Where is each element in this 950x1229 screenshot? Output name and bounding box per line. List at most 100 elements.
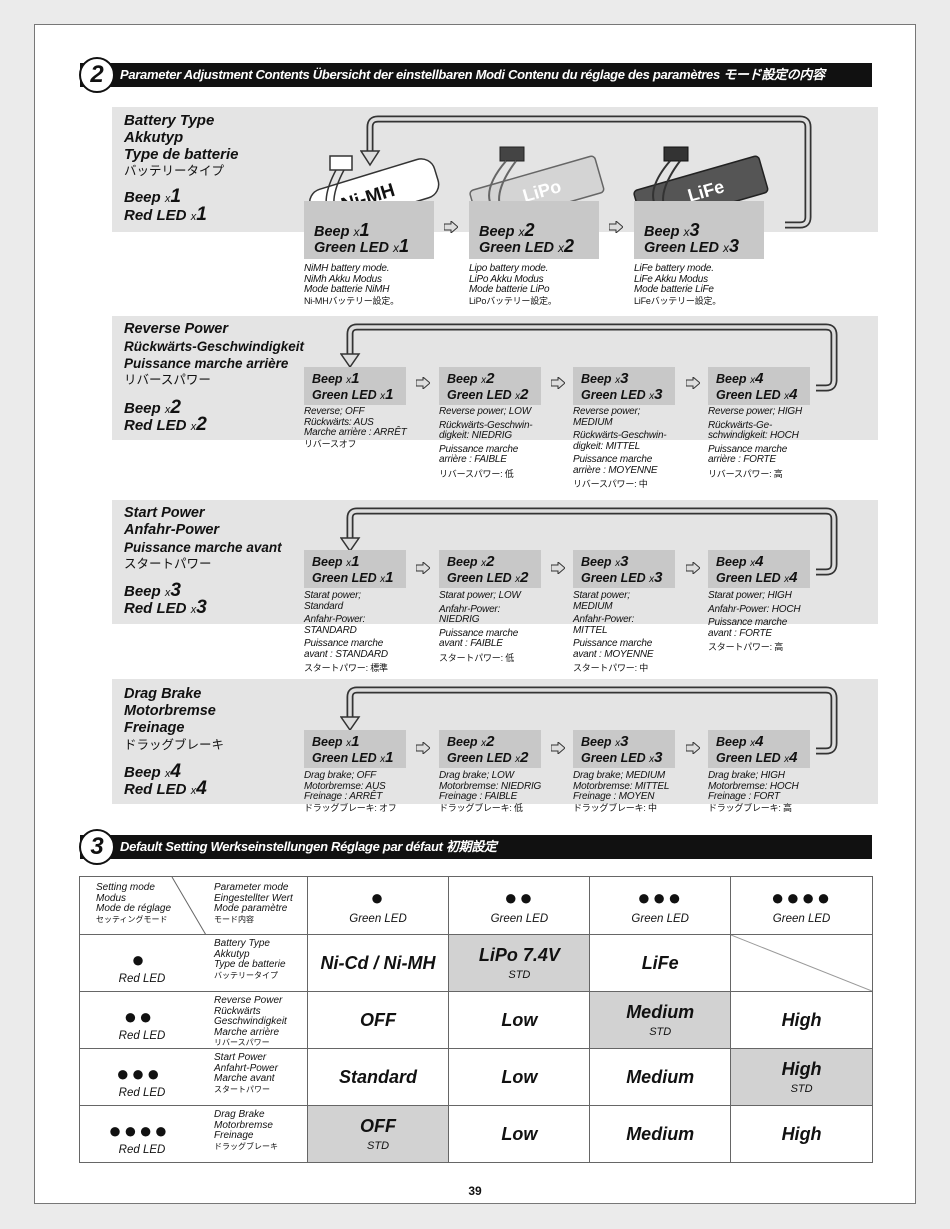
arrow-right-icon bbox=[416, 742, 430, 754]
red-led-label: Red LED bbox=[118, 1087, 166, 1099]
reverse-red-led-code: Red LED x2 bbox=[124, 414, 207, 435]
drag-title: Drag Brake Motorbremse Freinage ドラッグブレーキ bbox=[124, 686, 225, 752]
arrow-right-icon bbox=[416, 562, 430, 574]
start-cycle-arrow bbox=[340, 507, 838, 576]
drag-cycle-arrow bbox=[340, 686, 838, 755]
table-cell: Medium bbox=[589, 1105, 732, 1163]
table-cell: Standard bbox=[306, 1048, 450, 1106]
red-led-label: Red LED bbox=[118, 1030, 166, 1042]
battery-option-3: Beep x3 Green LED x3 bbox=[634, 201, 764, 259]
table-cell: Low bbox=[448, 1105, 591, 1163]
green-led-dots: ●● bbox=[504, 884, 535, 910]
green-led-dots: ●●●● bbox=[770, 884, 833, 910]
red-led-dots: ●● bbox=[123, 1004, 155, 1029]
arrow-right-icon bbox=[609, 221, 623, 233]
start-red-led-code: Red LED x3 bbox=[124, 597, 207, 618]
cell-value: Medium bbox=[626, 1123, 695, 1144]
section3-heading: Default Setting Werkseinstellungen Régla… bbox=[80, 835, 872, 859]
reverse-title: Reverse Power Rückwärts-Geschwindigkeit … bbox=[124, 321, 305, 387]
std-marker: STD bbox=[367, 1140, 390, 1152]
reverse-cycle-arrow bbox=[340, 323, 838, 392]
arrow-right-icon bbox=[686, 377, 700, 389]
table-cell bbox=[730, 934, 873, 992]
std-marker: STD bbox=[508, 969, 531, 981]
section3-number: 3 bbox=[79, 829, 115, 865]
arrow-right-icon bbox=[551, 562, 565, 574]
table-cell: OFF bbox=[306, 991, 450, 1049]
empty-cell-divider bbox=[731, 935, 872, 991]
table-cell: Medium bbox=[589, 1048, 732, 1106]
battery-beep-code: Beep x1 bbox=[124, 186, 181, 207]
cell-value: Low bbox=[501, 1123, 538, 1144]
cell-value: Medium bbox=[626, 1066, 695, 1087]
col-header-4: ●●●●Green LED bbox=[730, 876, 873, 935]
battery-cycle-arrow bbox=[360, 115, 812, 229]
arrow-right-icon bbox=[551, 377, 565, 389]
cell-value: LiFe bbox=[641, 952, 679, 973]
start-title: Start Power Anfahr-Power Puissance march… bbox=[124, 505, 282, 571]
col-header-3: ●●●Green LED bbox=[589, 876, 732, 935]
red-led-dots: ●●●● bbox=[108, 1118, 170, 1143]
green-led-dots: ●●● bbox=[637, 884, 684, 910]
section2-number: 2 bbox=[79, 57, 115, 93]
green-led-dots: ● bbox=[370, 884, 386, 910]
arrow-right-icon bbox=[416, 377, 430, 389]
cell-value: Standard bbox=[339, 1066, 418, 1087]
page-number: 39 bbox=[468, 1184, 482, 1198]
red-led-label: Red LED bbox=[118, 1144, 166, 1156]
start-beep-code: Beep x3 bbox=[124, 580, 181, 601]
red-led-dots: ●●● bbox=[116, 1061, 162, 1086]
arrow-right-icon bbox=[444, 221, 458, 233]
drag-red-led-code: Red LED x4 bbox=[124, 778, 207, 799]
cell-value: OFF bbox=[360, 1009, 397, 1030]
arrow-right-icon bbox=[686, 742, 700, 754]
cell-value: High bbox=[781, 1009, 822, 1030]
cell-value: Low bbox=[501, 1009, 538, 1030]
table-cell: LiFe bbox=[589, 934, 732, 992]
arrow-right-icon bbox=[686, 562, 700, 574]
table-cell: Low bbox=[448, 991, 591, 1049]
reverse-beep-code: Beep x2 bbox=[124, 397, 181, 418]
cell-value: High bbox=[781, 1123, 822, 1144]
